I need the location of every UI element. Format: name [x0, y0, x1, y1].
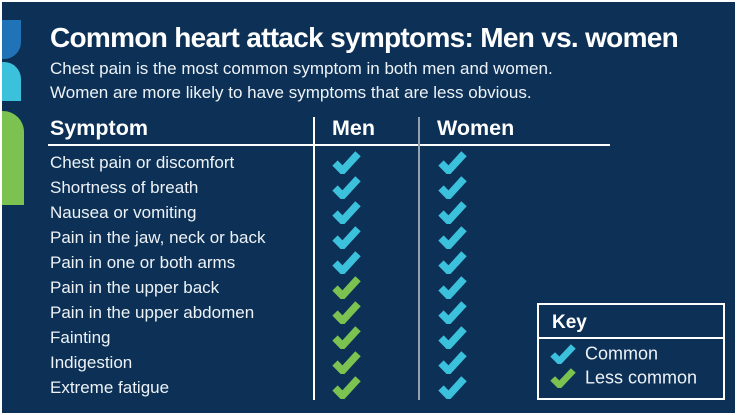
women-check-icon — [438, 151, 467, 174]
symptom-label: Chest pain or discomfort — [50, 152, 235, 172]
men-check-icon — [332, 226, 361, 249]
women-check-icon — [438, 351, 467, 374]
key-item-label: Less common — [585, 367, 698, 388]
symptom-label: Pain in one or both arms — [50, 252, 236, 272]
men-check-icon — [332, 376, 361, 399]
symptom-label: Nausea or vomiting — [50, 202, 197, 222]
symptom-label: Shortness of breath — [50, 177, 199, 197]
men-check-icon — [332, 151, 361, 174]
column-header-men: Men — [332, 116, 375, 140]
subtitle-line-2: Women are more likely to have symptoms t… — [50, 83, 532, 102]
less-common-check-icon — [550, 368, 576, 388]
key-legend-title: Key — [552, 312, 587, 333]
women-check-icon — [438, 226, 467, 249]
men-check-icon — [332, 301, 361, 324]
symptom-label: Pain in the jaw, neck or back — [50, 227, 266, 247]
table-row: Pain in the upper abdomen — [2, 300, 735, 325]
key-item-less-common: Less common — [539, 366, 723, 390]
women-check-icon — [438, 201, 467, 224]
women-check-icon — [438, 276, 467, 299]
decorative-shape-blue — [2, 20, 21, 59]
women-check-icon — [438, 326, 467, 349]
header-underline — [48, 144, 610, 146]
column-divider-women — [418, 117, 420, 400]
symptom-label: Pain in the upper back — [50, 277, 220, 297]
women-check-icon — [438, 376, 467, 399]
men-check-icon — [332, 201, 361, 224]
women-check-icon — [438, 176, 467, 199]
subtitle-line-1: Chest pain is the most common symptom in… — [50, 59, 553, 78]
page-title: Common heart attack symptoms: Men vs. wo… — [50, 22, 679, 53]
men-check-icon — [332, 351, 361, 374]
column-header-women: Women — [437, 116, 515, 140]
decorative-shape-green — [2, 111, 24, 205]
table-row: Chest pain or discomfort — [2, 150, 735, 175]
common-check-icon — [550, 344, 576, 364]
column-divider-men — [313, 117, 315, 400]
symptom-label: Pain in the upper abdomen — [50, 302, 255, 322]
table-row: Nausea or vomiting — [2, 200, 735, 225]
men-check-icon — [332, 326, 361, 349]
table-row: Indigestion — [2, 350, 735, 375]
symptom-label: Extreme fatigue — [50, 377, 170, 397]
women-check-icon — [438, 251, 467, 274]
table-row: Fainting — [2, 325, 735, 350]
table-row: Pain in one or both arms — [2, 250, 735, 275]
women-check-icon — [438, 301, 467, 324]
table-row: Extreme fatigue — [2, 375, 735, 400]
symptom-label: Fainting — [50, 327, 111, 347]
symptom-label: Indigestion — [50, 352, 133, 372]
key-legend-divider — [539, 337, 723, 339]
table-row: Pain in the upper back — [2, 275, 735, 300]
key-legend: Key Common Less common — [537, 303, 725, 400]
men-check-icon — [332, 276, 361, 299]
key-item-common: Common — [539, 342, 723, 366]
column-header-symptom: Symptom — [50, 116, 148, 140]
table-row: Pain in the jaw, neck or back — [2, 225, 735, 250]
key-item-label: Common — [585, 343, 659, 364]
decorative-shape-cyan — [2, 62, 21, 101]
men-check-icon — [332, 251, 361, 274]
men-check-icon — [332, 176, 361, 199]
table-row: Shortness of breath — [2, 175, 735, 200]
